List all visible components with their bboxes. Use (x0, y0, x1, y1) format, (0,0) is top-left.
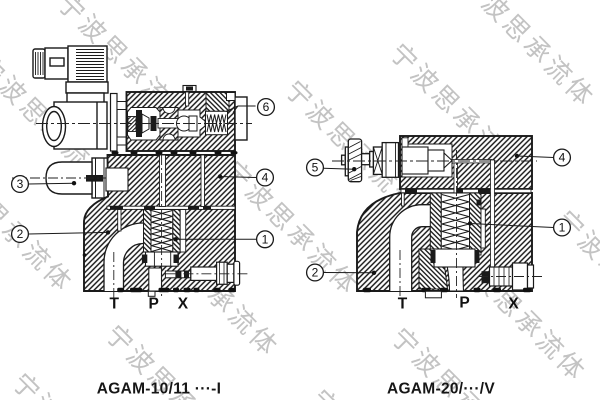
svg-text:3: 3 (17, 177, 24, 191)
svg-text:2: 2 (312, 266, 319, 280)
svg-text:AGAM-10/11 ···-I: AGAM-10/11 ···-I (97, 381, 222, 398)
svg-text:T: T (109, 296, 119, 313)
svg-text:4: 4 (262, 171, 269, 185)
svg-text:X: X (178, 296, 189, 313)
svg-text:P: P (149, 296, 159, 313)
svg-text:AGAM-20/···/V: AGAM-20/···/V (387, 381, 495, 398)
svg-text:1: 1 (262, 233, 269, 247)
svg-text:2: 2 (17, 227, 24, 241)
svg-text:X: X (508, 296, 519, 313)
svg-text:6: 6 (263, 100, 270, 114)
svg-text:T: T (398, 296, 408, 313)
svg-text:P: P (459, 295, 469, 312)
svg-text:5: 5 (312, 161, 319, 175)
svg-text:1: 1 (559, 221, 566, 235)
svg-text:4: 4 (559, 151, 566, 165)
